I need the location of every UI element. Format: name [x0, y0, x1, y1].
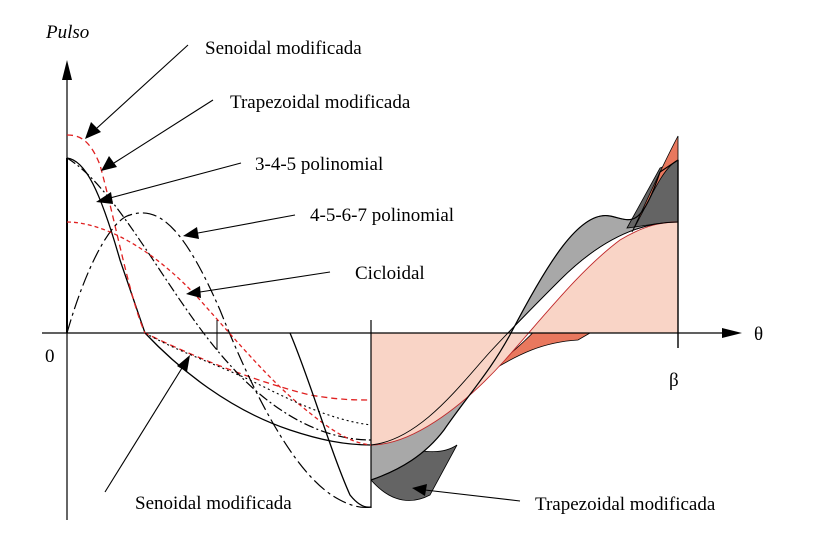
- leader-cicloidal: [199, 271, 331, 293]
- y-axis-arrowhead: [62, 60, 72, 80]
- x-axis-label: θ: [754, 324, 763, 345]
- series-4567-polynomial-curve: [66, 212, 372, 509]
- leader-4567: [197, 214, 296, 234]
- annotation-cicloidal: Cicloidal: [355, 263, 425, 284]
- series-trapezoidal-right: [370, 221, 679, 446]
- origin-tick-label: 0: [45, 346, 55, 367]
- arrowhead-4567: [183, 227, 199, 239]
- series-cycloidal-curve: [66, 221, 372, 446]
- series-modified-sine-curve-b: [144, 332, 372, 426]
- arrowhead-trapezoidal-bottom: [412, 484, 427, 496]
- annotation-trapezoidal-top: Trapezoidal modificada: [230, 92, 411, 113]
- annotation-4567: 4-5-6-7 polinomial: [310, 205, 454, 226]
- arrowhead-cicloidal: [186, 286, 201, 298]
- series-modified-sine-curve: [66, 157, 372, 446]
- leader-senoidal-bottom: [104, 367, 183, 493]
- leader-345: [109, 162, 242, 199]
- arrowhead-senoidal-bottom: [177, 355, 190, 372]
- x-axis-arrowhead: [722, 328, 742, 338]
- series-modified-sine-curve-c: [289, 332, 372, 508]
- annotation-trapezoidal-bottom: Trapezoidal modificada: [535, 494, 716, 515]
- leader-trapezoidal-bottom: [424, 489, 521, 502]
- y-axis-label: Pulso: [45, 22, 89, 43]
- arrowhead-senoidal-top: [85, 122, 101, 139]
- arrowhead-345: [96, 192, 113, 204]
- annotation-senoidal-bottom: Senoidal modificada: [135, 493, 292, 514]
- leader-senoidal-top: [96, 44, 189, 129]
- annotation-senoidal-top: Senoidal modificada: [205, 38, 362, 59]
- series-modified-sine-right: [370, 159, 679, 481]
- end-tick-label: β: [669, 370, 679, 391]
- annotation-345: 3-4-5 polinomial: [255, 154, 383, 175]
- arrowhead-trapezoidal-top: [101, 156, 117, 171]
- leader-trapezoidal-top: [113, 99, 214, 164]
